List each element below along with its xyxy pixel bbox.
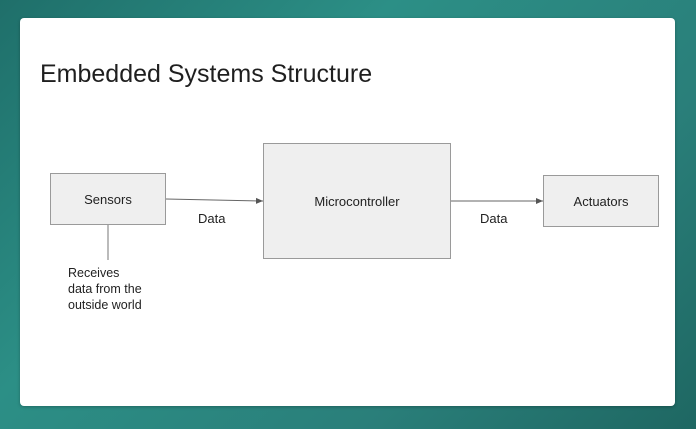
annotation-line-3: outside world: [68, 298, 142, 312]
annotation-line-1: Receives: [68, 266, 120, 280]
microcontroller-box: Microcontroller: [263, 143, 451, 259]
arrow-sensors-to-microcontroller: [165, 197, 264, 204]
sensors-box: Sensors: [50, 173, 166, 225]
actuators-box: Actuators: [543, 175, 659, 227]
sensors-label: Sensors: [84, 191, 132, 207]
annotation-line-2: data from the: [68, 282, 142, 296]
actuators-label: Actuators: [573, 193, 629, 209]
edge-label-sensors-data: Data: [198, 211, 226, 226]
sensors-annotation: Receives data from the outside world: [68, 265, 168, 313]
slide-canvas: Embedded Systems Structure Sensors Micro…: [20, 18, 675, 406]
edge-label-actuators-data: Data: [480, 211, 508, 226]
slide-title: Embedded Systems Structure: [40, 60, 373, 88]
microcontroller-label: Microcontroller: [314, 194, 400, 209]
